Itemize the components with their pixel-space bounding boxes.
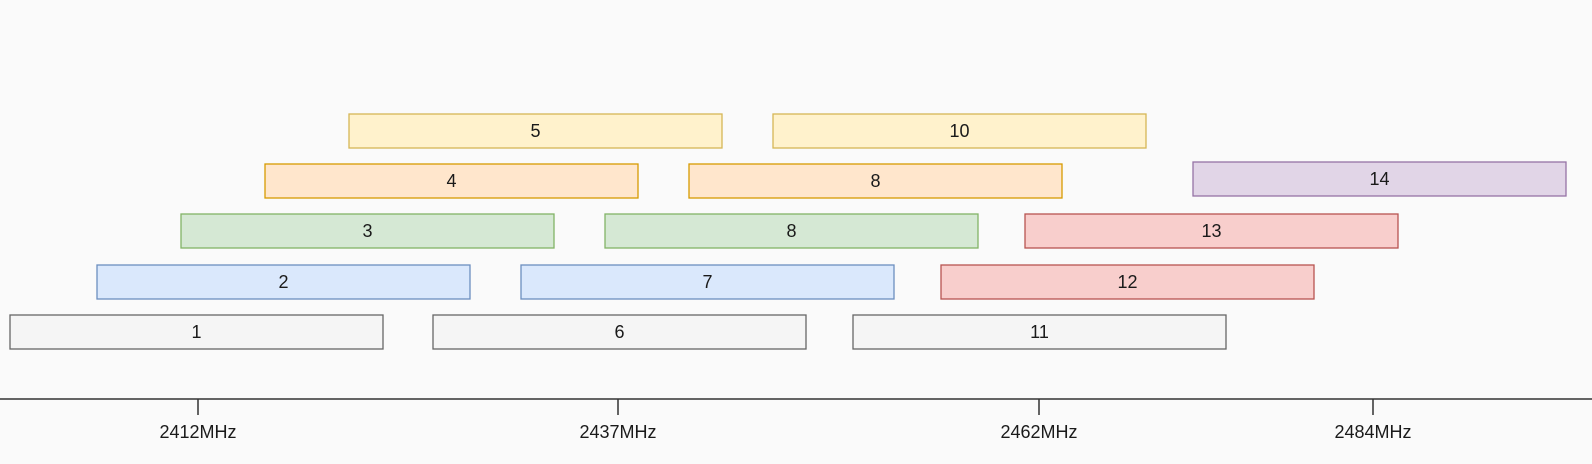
channel-rect <box>96 264 471 300</box>
channel-rect <box>432 314 807 350</box>
channel-label: 6 <box>614 322 624 342</box>
channel-box-14: 14 <box>1192 161 1567 197</box>
channel-label: 2 <box>278 272 288 292</box>
channel-box-12: 12 <box>940 264 1315 300</box>
channel-box-8: 8 <box>688 163 1063 199</box>
channel-label: 4 <box>446 171 456 191</box>
channel-box-13: 13 <box>1024 213 1399 249</box>
channel-label: 1 <box>191 322 201 342</box>
channel-label: 11 <box>1030 322 1049 342</box>
channel-box-8: 8 <box>604 213 979 249</box>
channel-rect <box>852 314 1227 350</box>
channel-label: 8 <box>870 171 880 191</box>
axis-tick-label: 2462MHz <box>1000 422 1077 442</box>
channel-rect <box>520 264 895 300</box>
channel-label: 14 <box>1369 169 1389 189</box>
axis-tick-label: 2412MHz <box>159 422 236 442</box>
frequency-axis: 2412MHz 2437MHz 2462MHz 2484MHz <box>0 398 1592 442</box>
channel-rect <box>604 213 979 249</box>
channel-label: 3 <box>362 221 372 241</box>
channel-box-7: 7 <box>520 264 895 300</box>
channel-label: 12 <box>1117 272 1137 292</box>
axis-tick-label: 2437MHz <box>579 422 656 442</box>
channel-box-3: 3 <box>180 213 555 249</box>
axis-tick-label: 2484MHz <box>1334 422 1411 442</box>
channel-label: 10 <box>949 121 969 141</box>
channel-rect <box>772 113 1147 149</box>
channel-box-10: 10 <box>772 113 1147 149</box>
channel-rect <box>1024 213 1399 249</box>
channel-rect <box>264 163 639 199</box>
channel-box-5: 5 <box>348 113 723 149</box>
channel-box-1: 1 <box>9 314 384 350</box>
channel-rect <box>348 113 723 149</box>
channel-box-11: 11 <box>852 314 1227 350</box>
channel-box-6: 6 <box>432 314 807 350</box>
channel-label: 8 <box>786 221 796 241</box>
channel-rect <box>180 213 555 249</box>
channel-box-2: 2 <box>96 264 471 300</box>
channel-box-4: 4 <box>264 163 639 199</box>
channel-label: 7 <box>702 272 712 292</box>
channel-rect <box>688 163 1063 199</box>
channel-rect <box>940 264 1315 300</box>
channel-label: 5 <box>530 121 540 141</box>
channel-rect <box>9 314 384 350</box>
channel-rect <box>1192 161 1567 197</box>
channel-label: 13 <box>1201 221 1221 241</box>
